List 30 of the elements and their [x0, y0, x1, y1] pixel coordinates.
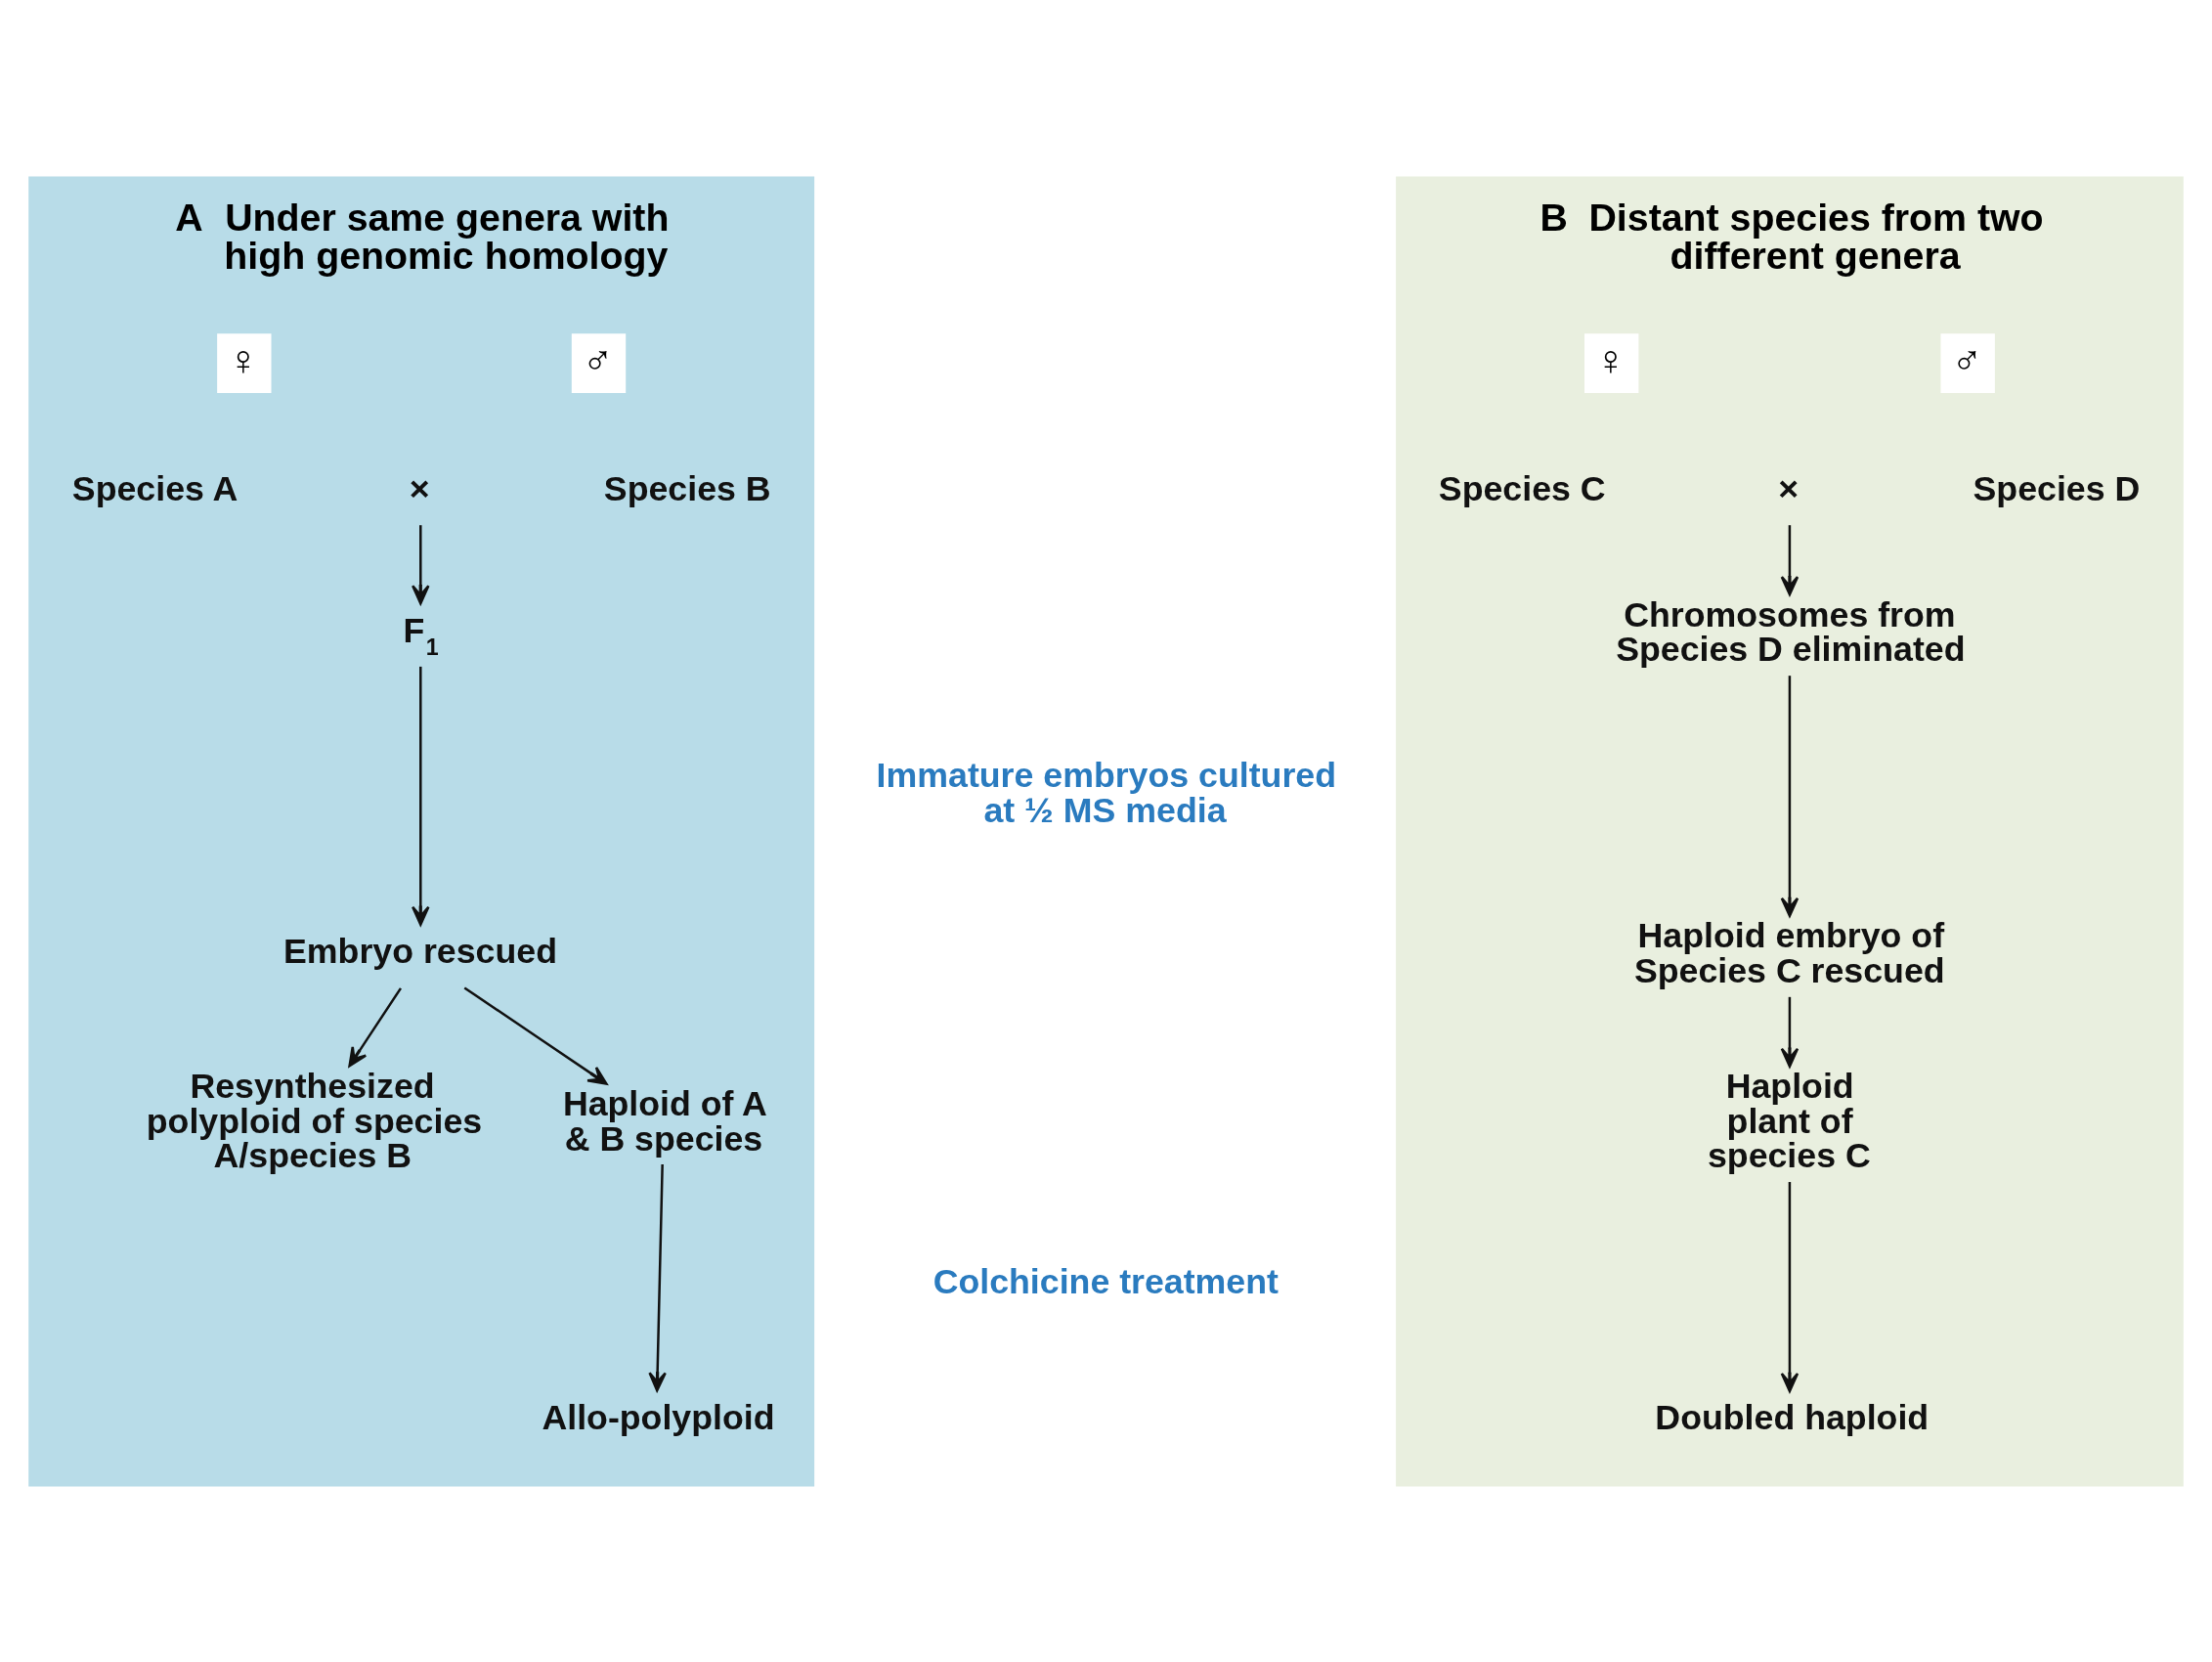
node-text: Colchicine treatment	[933, 1261, 1279, 1301]
node-text: Species D	[1973, 468, 2141, 508]
arrow	[348, 986, 402, 1067]
node-text: Haploid of A & B species	[562, 1083, 767, 1159]
arrow	[463, 985, 608, 1085]
node-text: Species B	[603, 468, 771, 508]
node-text: Species C	[1438, 468, 1606, 508]
arrow	[1780, 1181, 1800, 1392]
arrow	[648, 1163, 667, 1391]
node-text: Immature embryos cultured at ½ MS media	[876, 755, 1337, 830]
arrow	[412, 666, 430, 926]
node-text: Haploid plant of species C	[1707, 1066, 1871, 1175]
node-text: Embryo rescued	[283, 931, 557, 971]
arrow	[412, 524, 430, 604]
node-text: Chromosomes from Species D eliminated	[1616, 594, 1966, 669]
arrow	[1780, 524, 1800, 595]
node-text: Allo-polyploid	[542, 1397, 775, 1437]
node-text: F$_{1}$	[403, 610, 439, 660]
node-box: ♀	[1584, 332, 1639, 393]
node-text: Species A	[71, 468, 239, 508]
node-text: Resynthesized polyploid of species A/species B	[146, 1066, 483, 1175]
node-box: ♂	[571, 332, 627, 393]
node-text: ×	[409, 468, 430, 508]
node-box: ♂	[1940, 332, 1995, 393]
arrow	[1780, 996, 1800, 1068]
node-box: ♀	[217, 332, 272, 393]
node-text: ×	[1778, 468, 1800, 508]
node-text: Doubled haploid	[1655, 1397, 1930, 1437]
arrow	[1780, 675, 1800, 917]
node-text: Haploid embryo of Species C rescued	[1633, 915, 1945, 990]
